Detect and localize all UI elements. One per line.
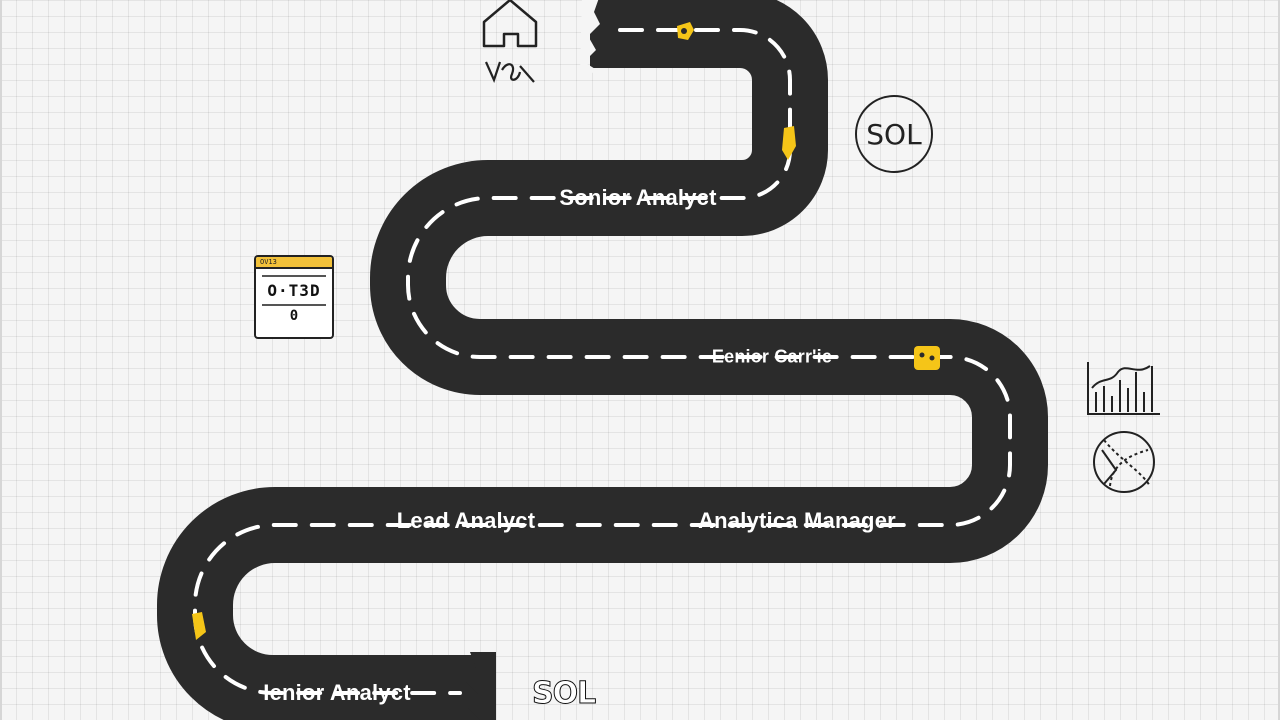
sql-badge-label: SOL bbox=[866, 117, 922, 151]
card-code: O·T3D bbox=[267, 281, 321, 300]
car-icon bbox=[677, 22, 694, 40]
car-icon bbox=[782, 126, 796, 160]
globe-icon bbox=[1093, 431, 1155, 493]
road-end-torn-edge bbox=[466, 652, 496, 720]
card-line bbox=[262, 304, 326, 306]
stage-label-lead-analyst: Lead Analyct bbox=[396, 508, 536, 533]
sql-bottom-label: SOL bbox=[531, 676, 596, 712]
scribble-icon bbox=[484, 61, 535, 84]
home-icon bbox=[482, 0, 538, 48]
car-icon bbox=[192, 612, 206, 640]
car-icon bbox=[914, 346, 940, 370]
card-header: OV13 bbox=[256, 257, 332, 269]
stage-label-analytics-manager: Analytica Manager bbox=[698, 508, 896, 533]
sql-badge-icon: SOL bbox=[855, 95, 933, 173]
stage-label-senior-career: Eenior Carr'ie bbox=[711, 346, 833, 367]
card-line bbox=[262, 275, 326, 277]
stage-label-junior-analyst: Ienior Analyct bbox=[263, 680, 411, 705]
document-card-icon: OV13 O·T3D 0 bbox=[254, 255, 334, 339]
bar-chart-icon bbox=[1087, 362, 1160, 415]
stage-label-senior-analyst: Sonior Analyct bbox=[559, 185, 717, 210]
card-sub: 0 bbox=[289, 308, 299, 324]
road-center-dashes bbox=[193, 28, 1012, 695]
road-start-torn-edge bbox=[580, 0, 600, 74]
